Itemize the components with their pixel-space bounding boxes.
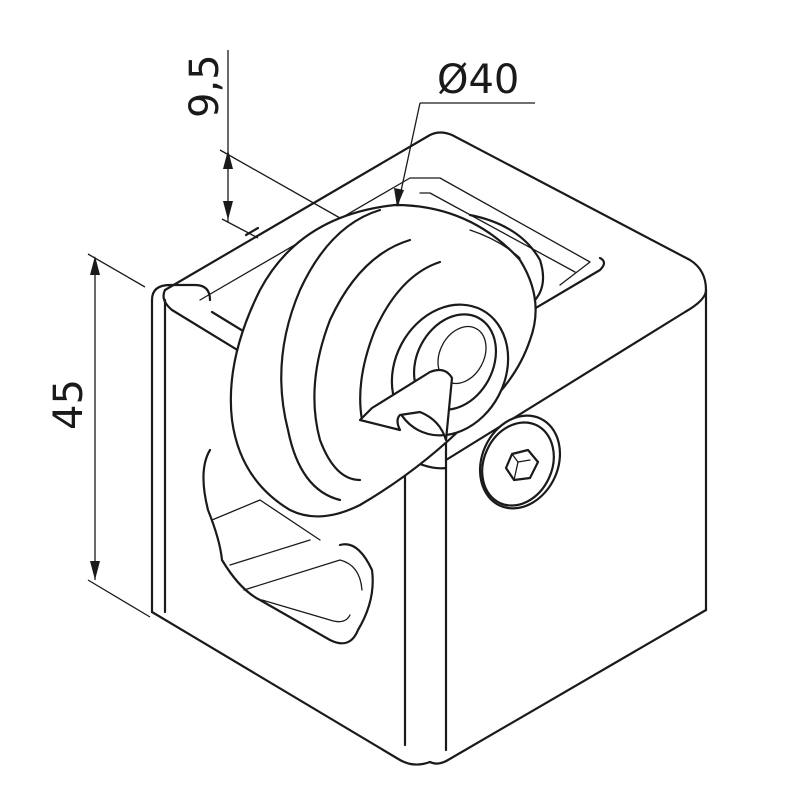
wheel-cutout [202, 448, 374, 645]
dimension-height-label: 45 [46, 379, 92, 430]
guide-wheel [229, 203, 545, 518]
dimension-offset-label: 9,5 [182, 54, 228, 118]
dimension-diameter: Ø40 [394, 57, 535, 207]
dimension-height: 45 [46, 253, 151, 618]
dimension-diameter-label: Ø40 [437, 57, 519, 103]
dimension-offset: 9,5 [182, 50, 341, 239]
socket-head-screw [478, 414, 562, 510]
